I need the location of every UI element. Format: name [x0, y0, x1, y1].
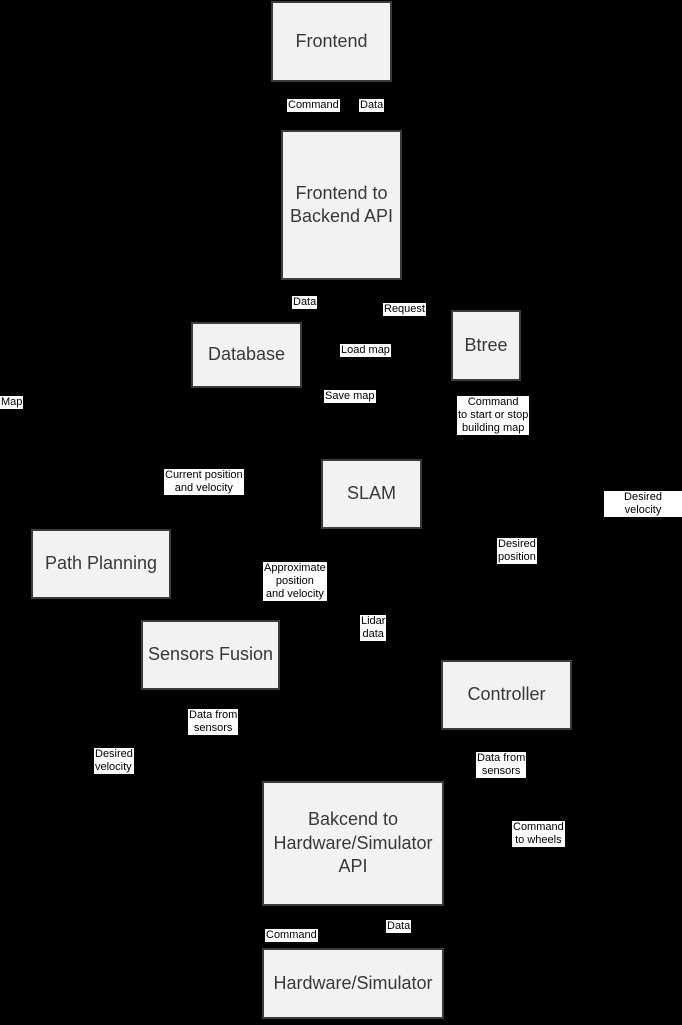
edge-label-approximate-position-and-velocity: Approximate position and velocity: [263, 562, 327, 601]
node-frontend-to-backend-api: Frontend to Backend API: [281, 130, 402, 280]
edge-label-command-start-stop-building-map: Command to start or stop building map: [457, 396, 530, 435]
edge-label-request: Request: [383, 303, 426, 316]
node-database: Database: [191, 322, 302, 388]
edge-label-desired-velocity-right: Desired velocity: [604, 491, 682, 517]
edge-label-load-map: Load map: [340, 344, 391, 357]
node-path-planning: Path Planning: [31, 529, 171, 599]
edge-label-command-frontend: Command: [287, 99, 340, 112]
edge-label-save-map: Save map: [324, 390, 376, 403]
edge-label-data-bottom: Data: [386, 920, 412, 933]
node-controller: Controller: [441, 660, 572, 730]
node-sensors-fusion: Sensors Fusion: [141, 620, 280, 690]
node-backend-to-hardware-simulator-api: Bakcend to Hardware/Simulator API: [262, 781, 444, 906]
node-btree: Btree: [451, 310, 521, 381]
edge-label-command-bottom: Command: [265, 929, 318, 942]
node-frontend: Frontend: [271, 1, 392, 82]
edge-label-data-from-sensors-right: Data from sensors: [476, 752, 527, 778]
edge-label-data-frontend: Data: [359, 99, 385, 112]
node-slam: SLAM: [321, 459, 422, 529]
edge-label-map: Map: [0, 396, 24, 409]
edge-label-lidar-data: Lidar data: [360, 615, 387, 641]
edge-label-desired-position: Desired position: [497, 538, 537, 564]
edge-label-desired-velocity-left: Desired velocity: [94, 748, 134, 774]
edge-label-data-database: Data: [292, 296, 318, 309]
node-hardware-simulator: Hardware/Simulator: [262, 948, 444, 1019]
edge-label-data-from-sensors-left: Data from sensors: [188, 709, 239, 735]
edge-label-command-to-wheels: Command to wheels: [512, 821, 565, 847]
edge-label-current-position-and-velocity: Current position and velocity: [164, 469, 244, 495]
